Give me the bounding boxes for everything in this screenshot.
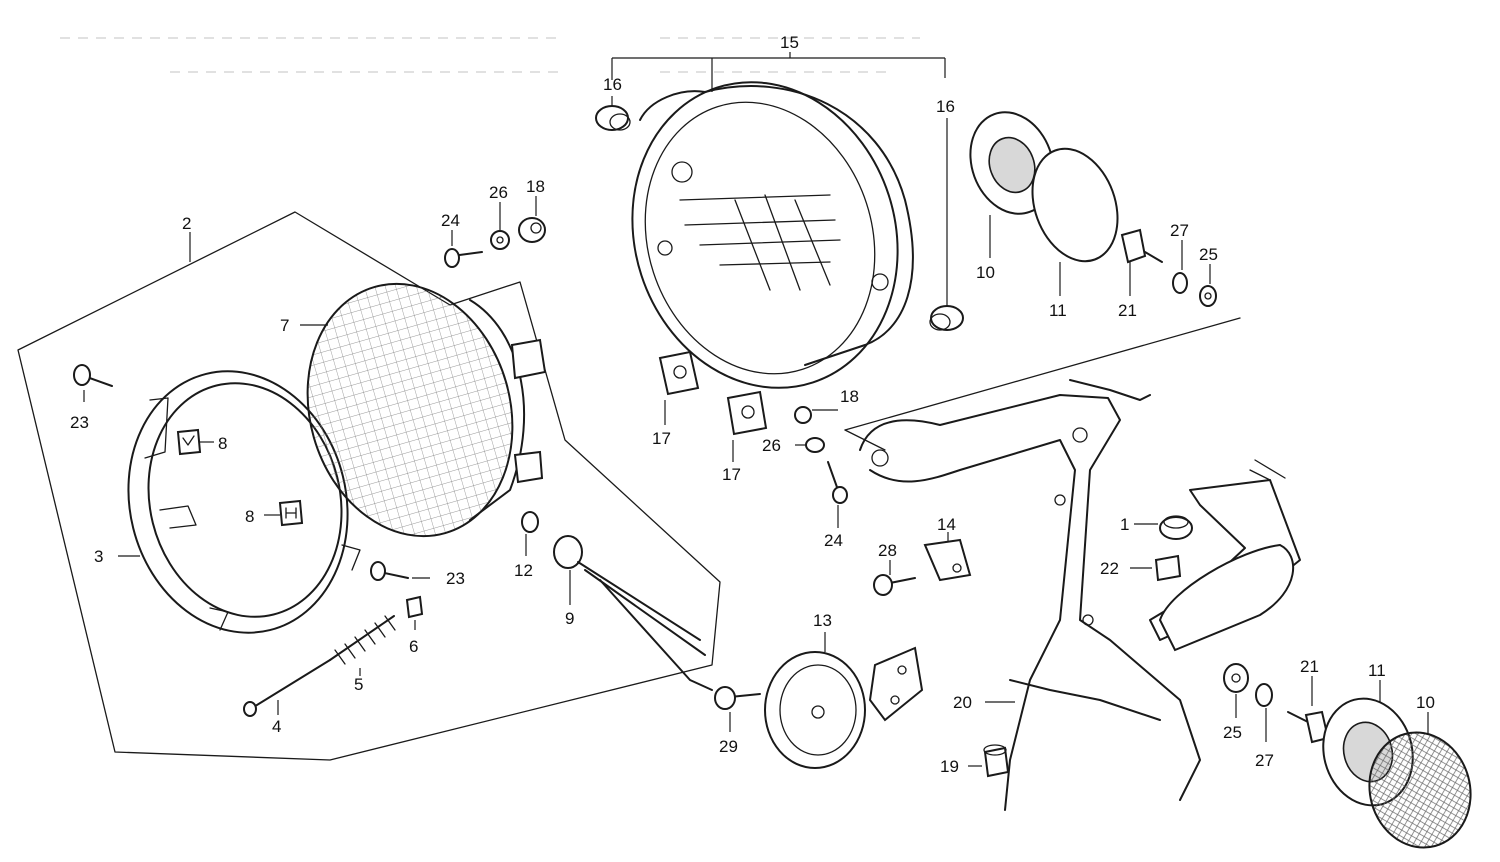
grommet-1 — [1134, 515, 1193, 540]
nut-25-top — [1199, 264, 1217, 307]
label-5: 5 — [354, 675, 363, 694]
bolt-29 — [714, 686, 761, 732]
screw-23-upper — [73, 364, 113, 402]
reflector-lens-10-lower — [1368, 712, 1472, 849]
label-23-lower: 23 — [446, 569, 465, 588]
bolt-24-mid — [827, 461, 848, 528]
label-2: 2 — [182, 214, 191, 233]
turn-signal-bracket — [1149, 459, 1301, 652]
clamp-14 — [923, 532, 972, 582]
bolt-21-lower — [1287, 676, 1330, 744]
label-8-upper: 8 — [218, 434, 227, 453]
label-21-top: 21 — [1118, 301, 1137, 320]
mount-bracket-17-left — [658, 350, 700, 425]
label-16-left: 16 — [603, 75, 622, 94]
label-27-lower: 27 — [1255, 751, 1274, 770]
washer-27-top — [1172, 240, 1188, 294]
label-26-mid: 26 — [762, 436, 781, 455]
label-24-mid: 24 — [824, 531, 843, 550]
label-29: 29 — [719, 737, 738, 756]
label-16-right: 16 — [936, 97, 955, 116]
label-28: 28 — [878, 541, 897, 560]
label-9: 9 — [565, 609, 574, 628]
label-11-lower: 11 — [1368, 661, 1386, 680]
screw-23-lower — [370, 561, 430, 581]
label-10-lower: 10 — [1416, 693, 1435, 712]
nut-18-top — [518, 196, 546, 243]
cap-19 — [968, 744, 1010, 778]
label-8-lower: 8 — [245, 507, 254, 526]
bolt-21-top — [1120, 228, 1163, 296]
clip-8-lower — [264, 499, 304, 527]
spring-5 — [329, 615, 396, 676]
label-3: 3 — [94, 547, 103, 566]
nut-6 — [405, 595, 424, 630]
label-4: 4 — [272, 717, 281, 736]
washer-26-top — [490, 202, 510, 250]
bolt-28 — [873, 560, 916, 596]
bushing-16-right — [929, 118, 964, 331]
washer-27-lower — [1255, 683, 1273, 742]
label-24-top: 24 — [441, 211, 460, 230]
label-18-mid: 18 — [840, 387, 859, 406]
headlight-assembly-outline — [17, 211, 721, 761]
bolt-24-top — [444, 230, 483, 268]
label-6: 6 — [409, 637, 418, 656]
bushing-16-left — [595, 96, 631, 131]
label-1: 1 — [1120, 515, 1129, 534]
headlight-case — [611, 52, 946, 389]
mount-bracket-17-right — [726, 390, 768, 462]
label-12: 12 — [514, 561, 533, 580]
label-17-left: 17 — [652, 429, 671, 448]
horn-13 — [764, 632, 924, 769]
label-21-lower: 21 — [1300, 657, 1319, 676]
collar-22 — [1130, 554, 1182, 582]
label-25-lower: 25 — [1223, 723, 1242, 742]
label-26-top: 26 — [489, 183, 508, 202]
nut-18-mid — [794, 406, 838, 424]
socket-9 — [553, 535, 713, 691]
nut-25-lower — [1223, 663, 1249, 718]
label-19: 19 — [940, 757, 959, 776]
label-18-top: 18 — [526, 177, 545, 196]
washer-26-mid — [795, 437, 825, 453]
label-15: 15 — [780, 33, 799, 52]
faint-header-marks — [60, 37, 920, 73]
label-11-top: 11 — [1049, 301, 1067, 320]
label-7: 7 — [280, 316, 289, 335]
clip-8-upper — [176, 428, 214, 456]
label-27-top: 27 — [1170, 221, 1189, 240]
label-22: 22 — [1100, 559, 1119, 578]
label-10-top: 10 — [976, 263, 995, 282]
part-labels: 15 16 16 18 26 24 2 7 23 8 8 3 12 23 9 6… — [70, 33, 1435, 776]
label-14: 14 — [937, 515, 956, 534]
bulb-12 — [521, 511, 539, 556]
sealed-beam-unit — [300, 282, 547, 538]
label-23-upper: 23 — [70, 413, 89, 432]
label-20: 20 — [953, 693, 972, 712]
label-13: 13 — [813, 611, 832, 630]
label-25-top: 25 — [1199, 245, 1218, 264]
adjusting-screw-4 — [243, 659, 331, 717]
stay-assembly-outline — [844, 317, 1241, 451]
label-17-right: 17 — [722, 465, 741, 484]
headlight-stay-20 — [859, 379, 1201, 811]
reflector-lens-11-top — [1031, 147, 1119, 296]
